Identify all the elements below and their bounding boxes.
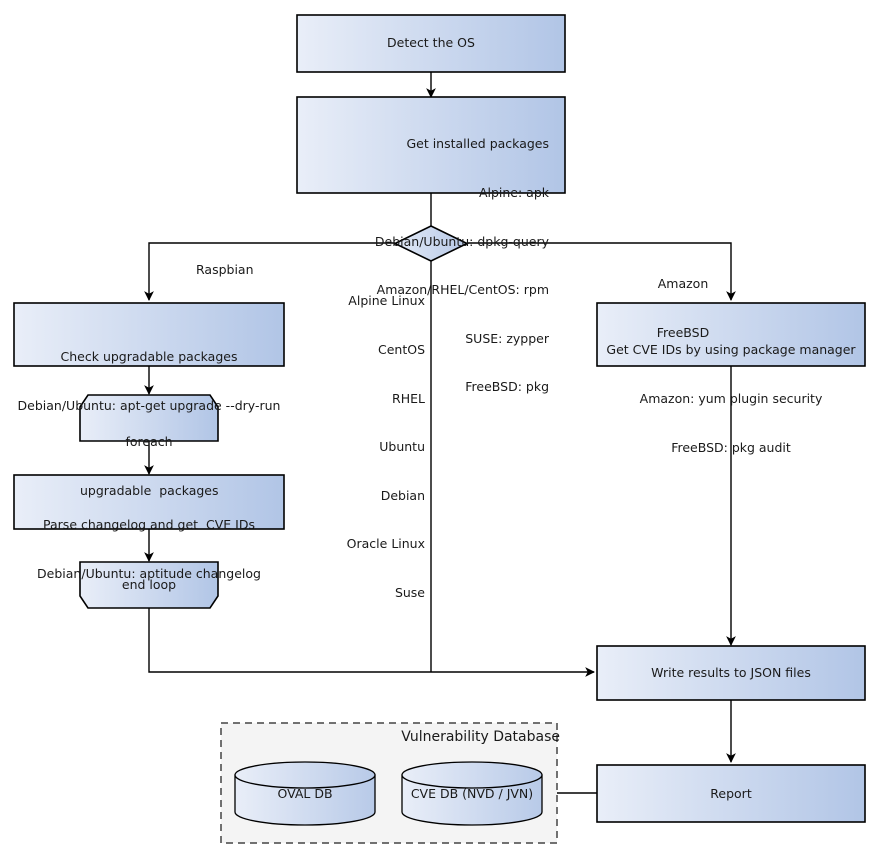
foreach-line-0: foreach (125, 434, 173, 450)
check-upgradable-line-1: Debian/Ubuntu: apt-get upgrade --dry-run (17, 398, 281, 414)
get-cve-line-2: FreeBSD: pkg audit (671, 439, 791, 455)
os-list-item-1: CentOS (377, 342, 425, 358)
node-os-decision-shape (393, 225, 469, 262)
parse-changelog-line-1: Debian/Ubuntu: aptitude changelog (37, 566, 261, 582)
os-list-item-2: RHEL (392, 390, 425, 406)
node-parse-changelog-label: Parse changelog and get CVE IDs Debian/U… (14, 485, 284, 615)
node-report-shape (596, 764, 866, 823)
edge-label-raspbian: Raspbian (196, 262, 254, 277)
edge-label-middle-os-list: Alpine Linux CentOS RHEL Ubuntu Debian O… (305, 261, 425, 634)
edge-label-amazon-freebsd: Amazon FreeBSD (633, 244, 733, 374)
group-vulnerability-database-title: Vulnerability Database (401, 729, 560, 745)
amazon-label: Amazon (657, 276, 709, 292)
node-end-loop-shape (79, 561, 219, 609)
foreach-line-1: upgradable packages (80, 483, 219, 499)
os-list-item-5: Oracle Linux (346, 536, 425, 552)
os-list-item-6: Suse (394, 585, 425, 601)
node-check-upgradable-shape (13, 302, 285, 367)
node-foreach-loop-label: foreach upgradable packages (80, 402, 219, 532)
os-list-item-4: Debian (380, 487, 425, 503)
db-oval-label: OVAL DB (277, 786, 333, 801)
node-check-upgradable-label: Check upgradable packages Debian/Ubuntu:… (14, 317, 284, 447)
node-write-results-label: Write results to JSON files (651, 665, 811, 680)
node-write-results-shape (596, 645, 866, 701)
node-detect-os-label: Detect the OS (387, 35, 475, 50)
os-list-item-0: Alpine Linux (348, 293, 425, 309)
freebsd-label: FreeBSD (656, 325, 710, 341)
packages-line-2: Debian/Ubuntu: dpkg-query (374, 233, 549, 249)
node-parse-changelog-shape (13, 474, 285, 530)
packages-line-1: Alpine: apk (478, 185, 549, 201)
node-report-label: Report (710, 786, 752, 801)
os-list-item-3: Ubuntu (379, 439, 425, 455)
check-upgradable-line-0: Check upgradable packages (60, 349, 238, 365)
db-oval-shape (234, 761, 376, 826)
node-get-installed-packages-shape (296, 96, 566, 194)
node-detect-os-shape (296, 14, 566, 73)
packages-line-0: Get installed packages (406, 136, 549, 152)
node-foreach-loop-shape (79, 394, 219, 442)
parse-changelog-line-0: Parse changelog and get CVE IDs (43, 517, 255, 533)
db-cve-label: CVE DB (NVD / JVN) (410, 786, 534, 801)
get-cve-line-1: Amazon: yum plugin security (639, 391, 823, 407)
node-end-loop-label: end loop (121, 577, 177, 592)
db-cve-shape (401, 761, 543, 826)
